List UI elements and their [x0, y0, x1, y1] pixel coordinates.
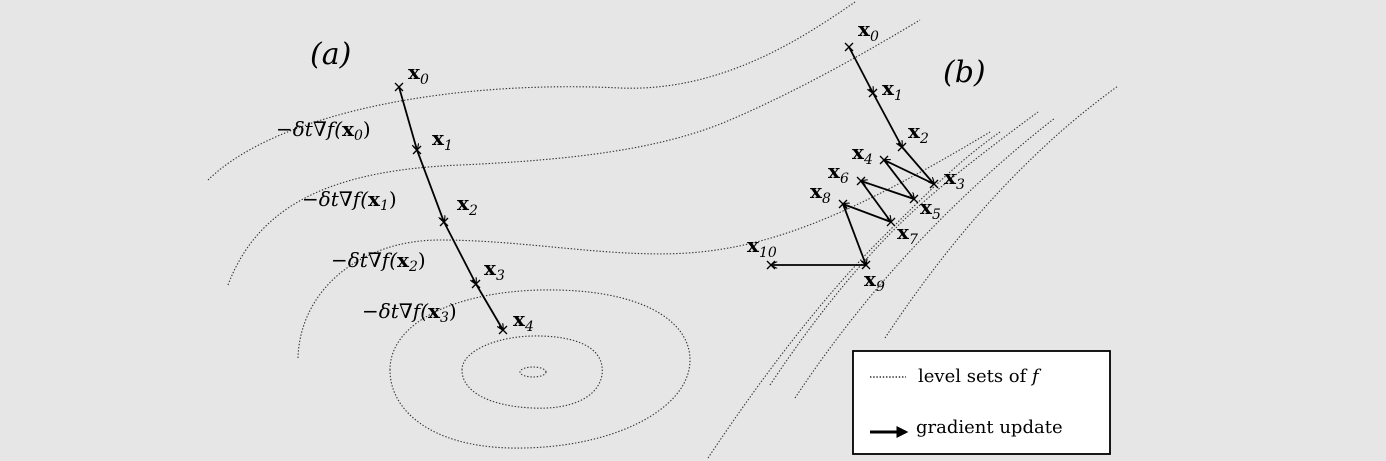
panel-a-arrow-1 [416, 149, 444, 222]
panel-b-arrow-1 [872, 92, 902, 147]
panel-b-arrow-8 [842, 203, 866, 265]
panel-a-gradient-arrows [394, 82, 508, 335]
panel-b-point-label-x5: x5 [920, 195, 941, 223]
contour-right-3 [794, 117, 1056, 399]
panel-b-arrow-4 [883, 159, 914, 199]
panel-a-step-label-0: −δt∇f(x0) [276, 117, 371, 144]
legend-box [852, 350, 1111, 455]
panel-a-point-label-x3: x3 [484, 256, 505, 284]
contour-ring-center [519, 366, 547, 378]
legend-level-sets-label: level sets of f [918, 366, 1042, 387]
contour-outer-2 [227, 19, 921, 286]
panel-label-a: (a) [310, 37, 351, 72]
panel-a-iterate-mark-4 [498, 325, 508, 335]
panel-label-b: (b) [943, 55, 986, 90]
contour-ring-mid [461, 335, 603, 409]
panel-a-step-labels: −δt∇f(x0) −δt∇f(x1) −δt∇f(x2) −δt∇f(x3) [276, 117, 457, 326]
panel-a-arrow-2 [443, 221, 476, 284]
contour-ring-outer [389, 289, 691, 449]
panel-a-point-labels: x0 x1 x2 x3 x4 [408, 60, 534, 335]
level-set-contours [207, 1, 1119, 459]
panel-b-arrow-0 [848, 46, 873, 93]
panel-a-step-label-3: −δt∇f(x3) [362, 299, 457, 326]
legend-gradient-update-label: gradient update [916, 417, 1063, 438]
contour-valley [297, 131, 991, 359]
panel-b-point-label-x2: x2 [908, 119, 929, 147]
panel-b-gradient-arrows [766, 42, 939, 270]
contour-right-1 [707, 131, 1001, 459]
panel-a-step-label-1: −δt∇f(x1) [302, 187, 397, 214]
panel-b-point-label-x3: x3 [944, 165, 965, 193]
panel-b-point-label-x7: x7 [897, 220, 918, 248]
panel-b-point-label-x0: x0 [858, 17, 879, 45]
panel-a-point-label-x0: x0 [408, 60, 429, 88]
panel-b-arrow-5 [861, 181, 915, 200]
legend: level sets of f gradient update [852, 350, 1111, 455]
panel-a-arrow-3 [475, 283, 503, 330]
panel-b-point-label-x10: x10 [747, 233, 777, 261]
panel-b-point-label-x4: x4 [852, 140, 873, 168]
panel-a-point-label-x2: x2 [457, 191, 478, 219]
contour-outer-1 [207, 1, 856, 181]
panel-b-point-label-x1: x1 [882, 76, 903, 104]
panel-b-arrow-3 [884, 160, 935, 185]
panel-a-step-label-2: −δt∇f(x2) [331, 248, 426, 275]
panel-a-point-label-x1: x1 [432, 126, 453, 154]
panel-a-arrow-0 [398, 86, 417, 150]
contour-right-4 [884, 85, 1119, 339]
panel-b-iterate-mark-10 [766, 260, 776, 270]
panel-b-point-label-x9: x9 [864, 267, 885, 295]
panel-b-arrow-7 [843, 204, 892, 223]
contour-right-2 [769, 111, 1039, 386]
panel-b-point-label-x6: x6 [828, 159, 849, 187]
panel-a-point-label-x4: x4 [513, 307, 534, 335]
panel-b-arrow-6 [860, 180, 891, 222]
panel-b-point-label-x8: x8 [810, 179, 831, 207]
panel-b-arrow-2 [901, 146, 934, 184]
